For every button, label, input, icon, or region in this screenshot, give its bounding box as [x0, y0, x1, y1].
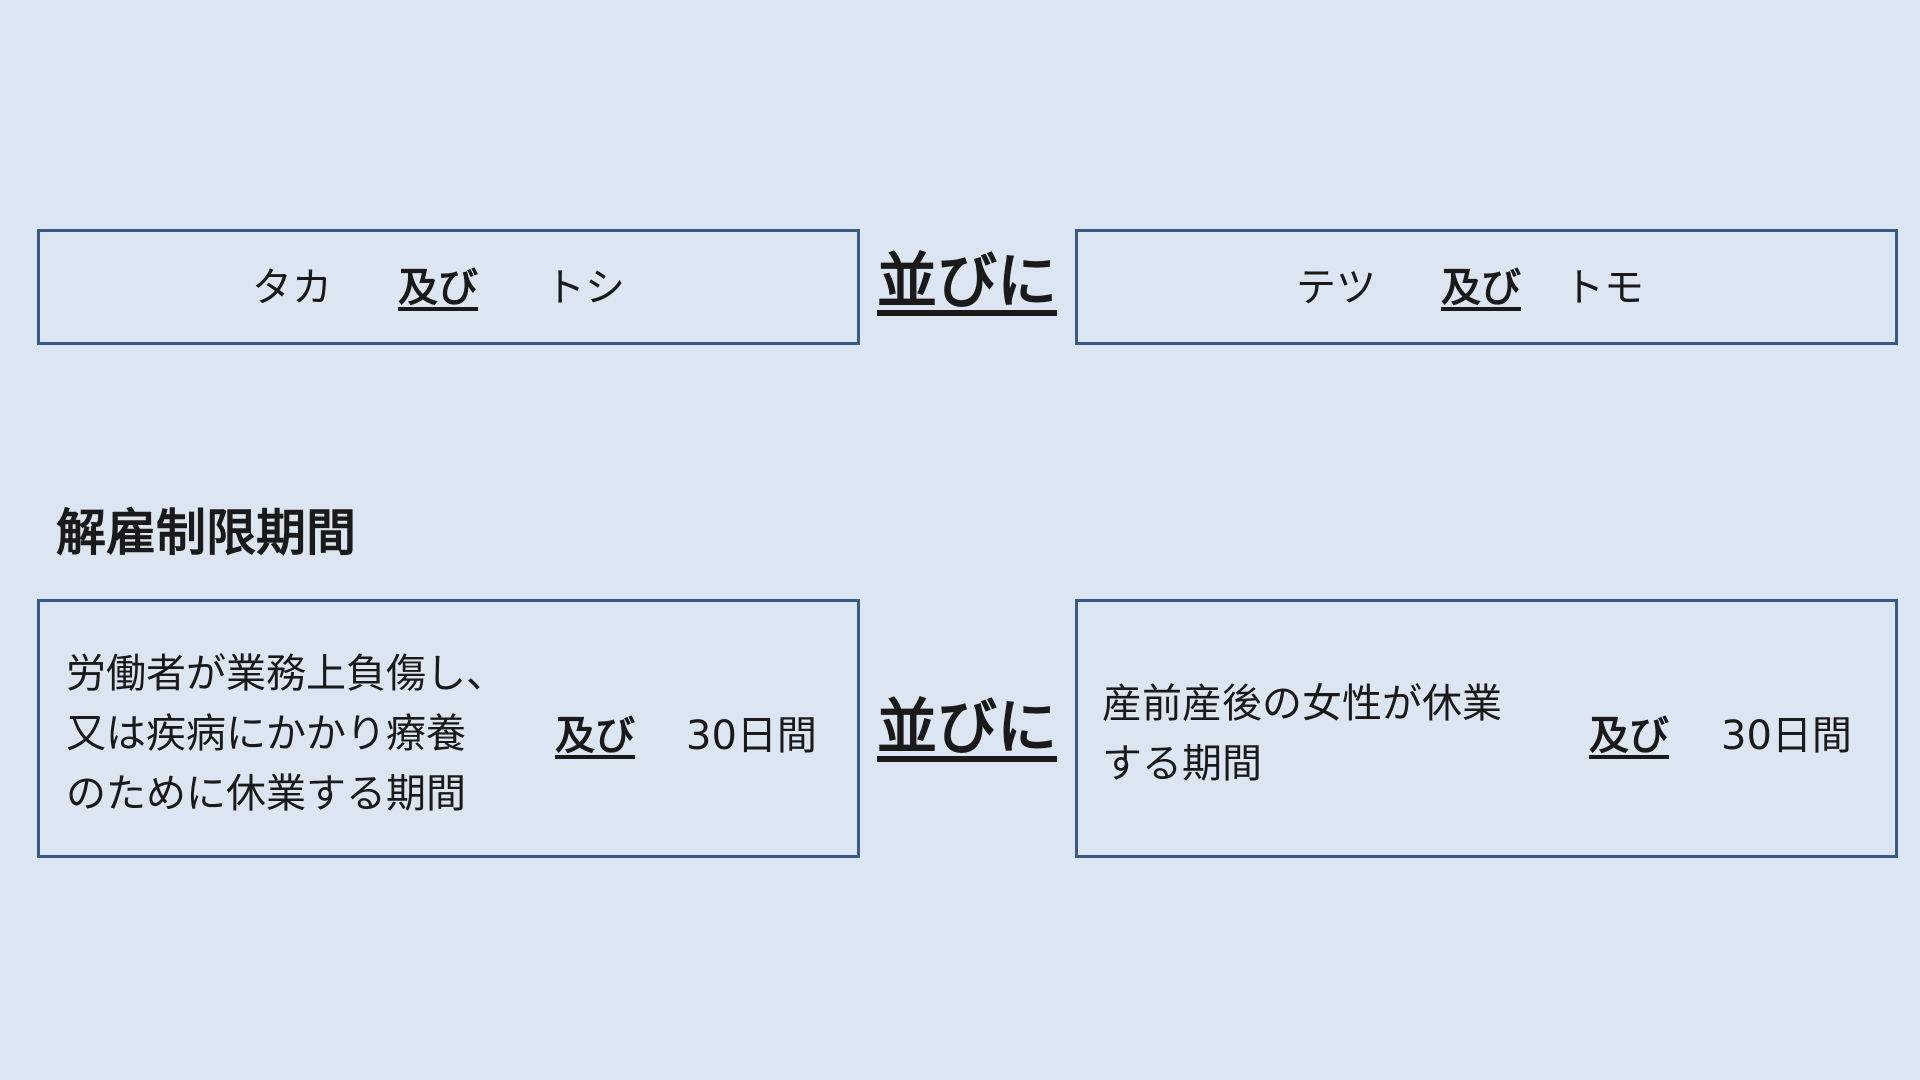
left-period-box: 労働者が業務上負傷し、 又は疾病にかかり療養 のために休業する期間 及び 30日… [37, 599, 860, 858]
joiner-oyobi: 及び [555, 713, 635, 759]
description-line: する期間 [1102, 741, 1262, 787]
description-line: のために休業する期間 [66, 771, 466, 817]
item-toshi: トシ [545, 265, 625, 311]
left-pair-box: タカ 及び トシ [37, 229, 860, 345]
left-period-description: 労働者が業務上負傷し、 又は疾病にかかり療養 のために休業する期間 [66, 644, 506, 824]
joiner-oyobi: 及び [1589, 713, 1669, 759]
item-30-days: 30日間 [686, 713, 817, 759]
description-line: 又は疾病にかかり療養 [66, 711, 466, 757]
description-line: 産前産後の女性が休業 [1102, 681, 1502, 727]
section-heading: 解雇制限期間 [56, 504, 356, 562]
item-30-days: 30日間 [1721, 713, 1852, 759]
joiner-oyobi: 及び [1441, 265, 1521, 311]
connector-narabini: 並びに [877, 693, 1057, 763]
connector-narabini: 並びに [877, 247, 1057, 317]
right-period-description: 産前産後の女性が休業 する期間 [1102, 674, 1502, 794]
right-period-box: 産前産後の女性が休業 する期間 及び 30日間 [1075, 599, 1898, 858]
joiner-oyobi: 及び [398, 265, 478, 311]
right-pair-box: テツ 及び トモ [1075, 229, 1898, 345]
item-tetsu: テツ [1296, 265, 1376, 311]
item-taka: タカ [252, 265, 332, 311]
item-tomo: トモ [1564, 265, 1644, 311]
description-line: 労働者が業務上負傷し、 [66, 651, 506, 697]
